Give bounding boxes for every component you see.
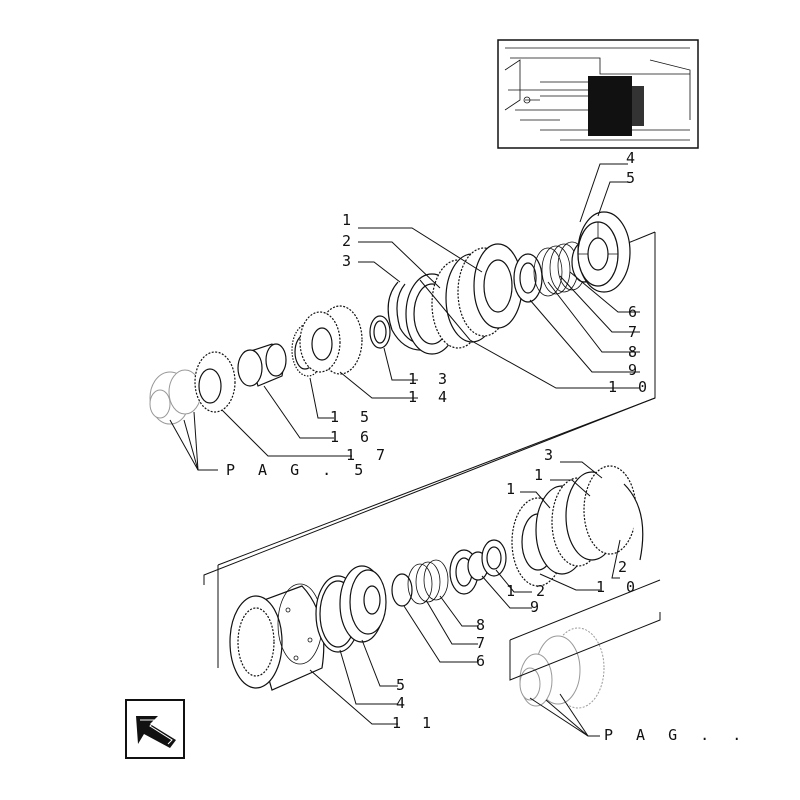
- callout-upper: 9: [628, 361, 643, 379]
- callout-lower: 5: [396, 676, 411, 694]
- callout-lower: 1 1: [392, 714, 437, 732]
- lower-callouts: 3 1 1 2 1 0 1 2 9 8 7 6 5 4 1 1 P A G . …: [392, 446, 748, 744]
- callout-upper: 4: [626, 149, 641, 167]
- clutch-discs: [431, 243, 523, 349]
- callout-upper: 1 6: [330, 428, 375, 446]
- lower-leaders: [309, 461, 621, 737]
- callout-upper: 7: [628, 323, 643, 341]
- callout-upper: 1 0: [608, 378, 653, 396]
- lower-group-outline: [509, 579, 661, 681]
- callout-upper: 8: [628, 343, 643, 361]
- page-ref-upper: P A G . 5: [226, 461, 370, 479]
- locator-thumbnail: [497, 39, 699, 149]
- piston-5-lower: [339, 565, 387, 643]
- arrow-nav-icon[interactable]: [125, 699, 185, 759]
- upper-group-outline: [203, 232, 656, 585]
- clutch-discs-lower: [511, 465, 644, 587]
- callout-upper: 1 4: [408, 388, 453, 406]
- callout-upper: 1 3: [408, 370, 453, 388]
- callout-lower: 6: [476, 652, 491, 670]
- callout-lower: 2: [618, 558, 633, 576]
- callout-lower: 1: [534, 466, 549, 484]
- gear-17: [194, 351, 236, 413]
- callout-upper: 1 5: [330, 408, 375, 426]
- double-gear-14: [299, 305, 363, 375]
- spring-pack-lower: [391, 549, 479, 607]
- callout-upper: 1 7: [346, 446, 391, 464]
- ghost-gear: [519, 627, 605, 709]
- callout-lower: 1 0: [596, 578, 641, 596]
- piston-5: [577, 211, 631, 293]
- callout-upper: 1: [342, 211, 357, 229]
- callout-lower: 1: [506, 480, 521, 498]
- callout-upper: 3: [342, 252, 357, 270]
- callout-lower: 8: [476, 616, 491, 634]
- drum-11: [229, 583, 325, 691]
- callout-lower: 4: [396, 694, 411, 712]
- callout-lower: 3: [544, 446, 559, 464]
- callout-lower: 9: [530, 598, 545, 616]
- callout-lower: 1 2: [506, 582, 551, 600]
- bushing-16: [237, 343, 287, 387]
- upper-leaders: [169, 163, 640, 471]
- washer-9-lower: [467, 539, 507, 581]
- upper-callouts: 1 2 3 4 5 6 7 8 9 1 0 1 3 1 4 1 5 1 6 1 …: [226, 149, 653, 479]
- callout-upper: 2: [342, 232, 357, 250]
- callout-upper: 5: [626, 169, 641, 187]
- ghost-bearing: [149, 369, 202, 425]
- washer-13: [369, 315, 391, 349]
- callout-upper: 6: [628, 303, 643, 321]
- callout-lower: 7: [476, 634, 491, 652]
- page-ref-lower: P A G . .: [604, 726, 748, 744]
